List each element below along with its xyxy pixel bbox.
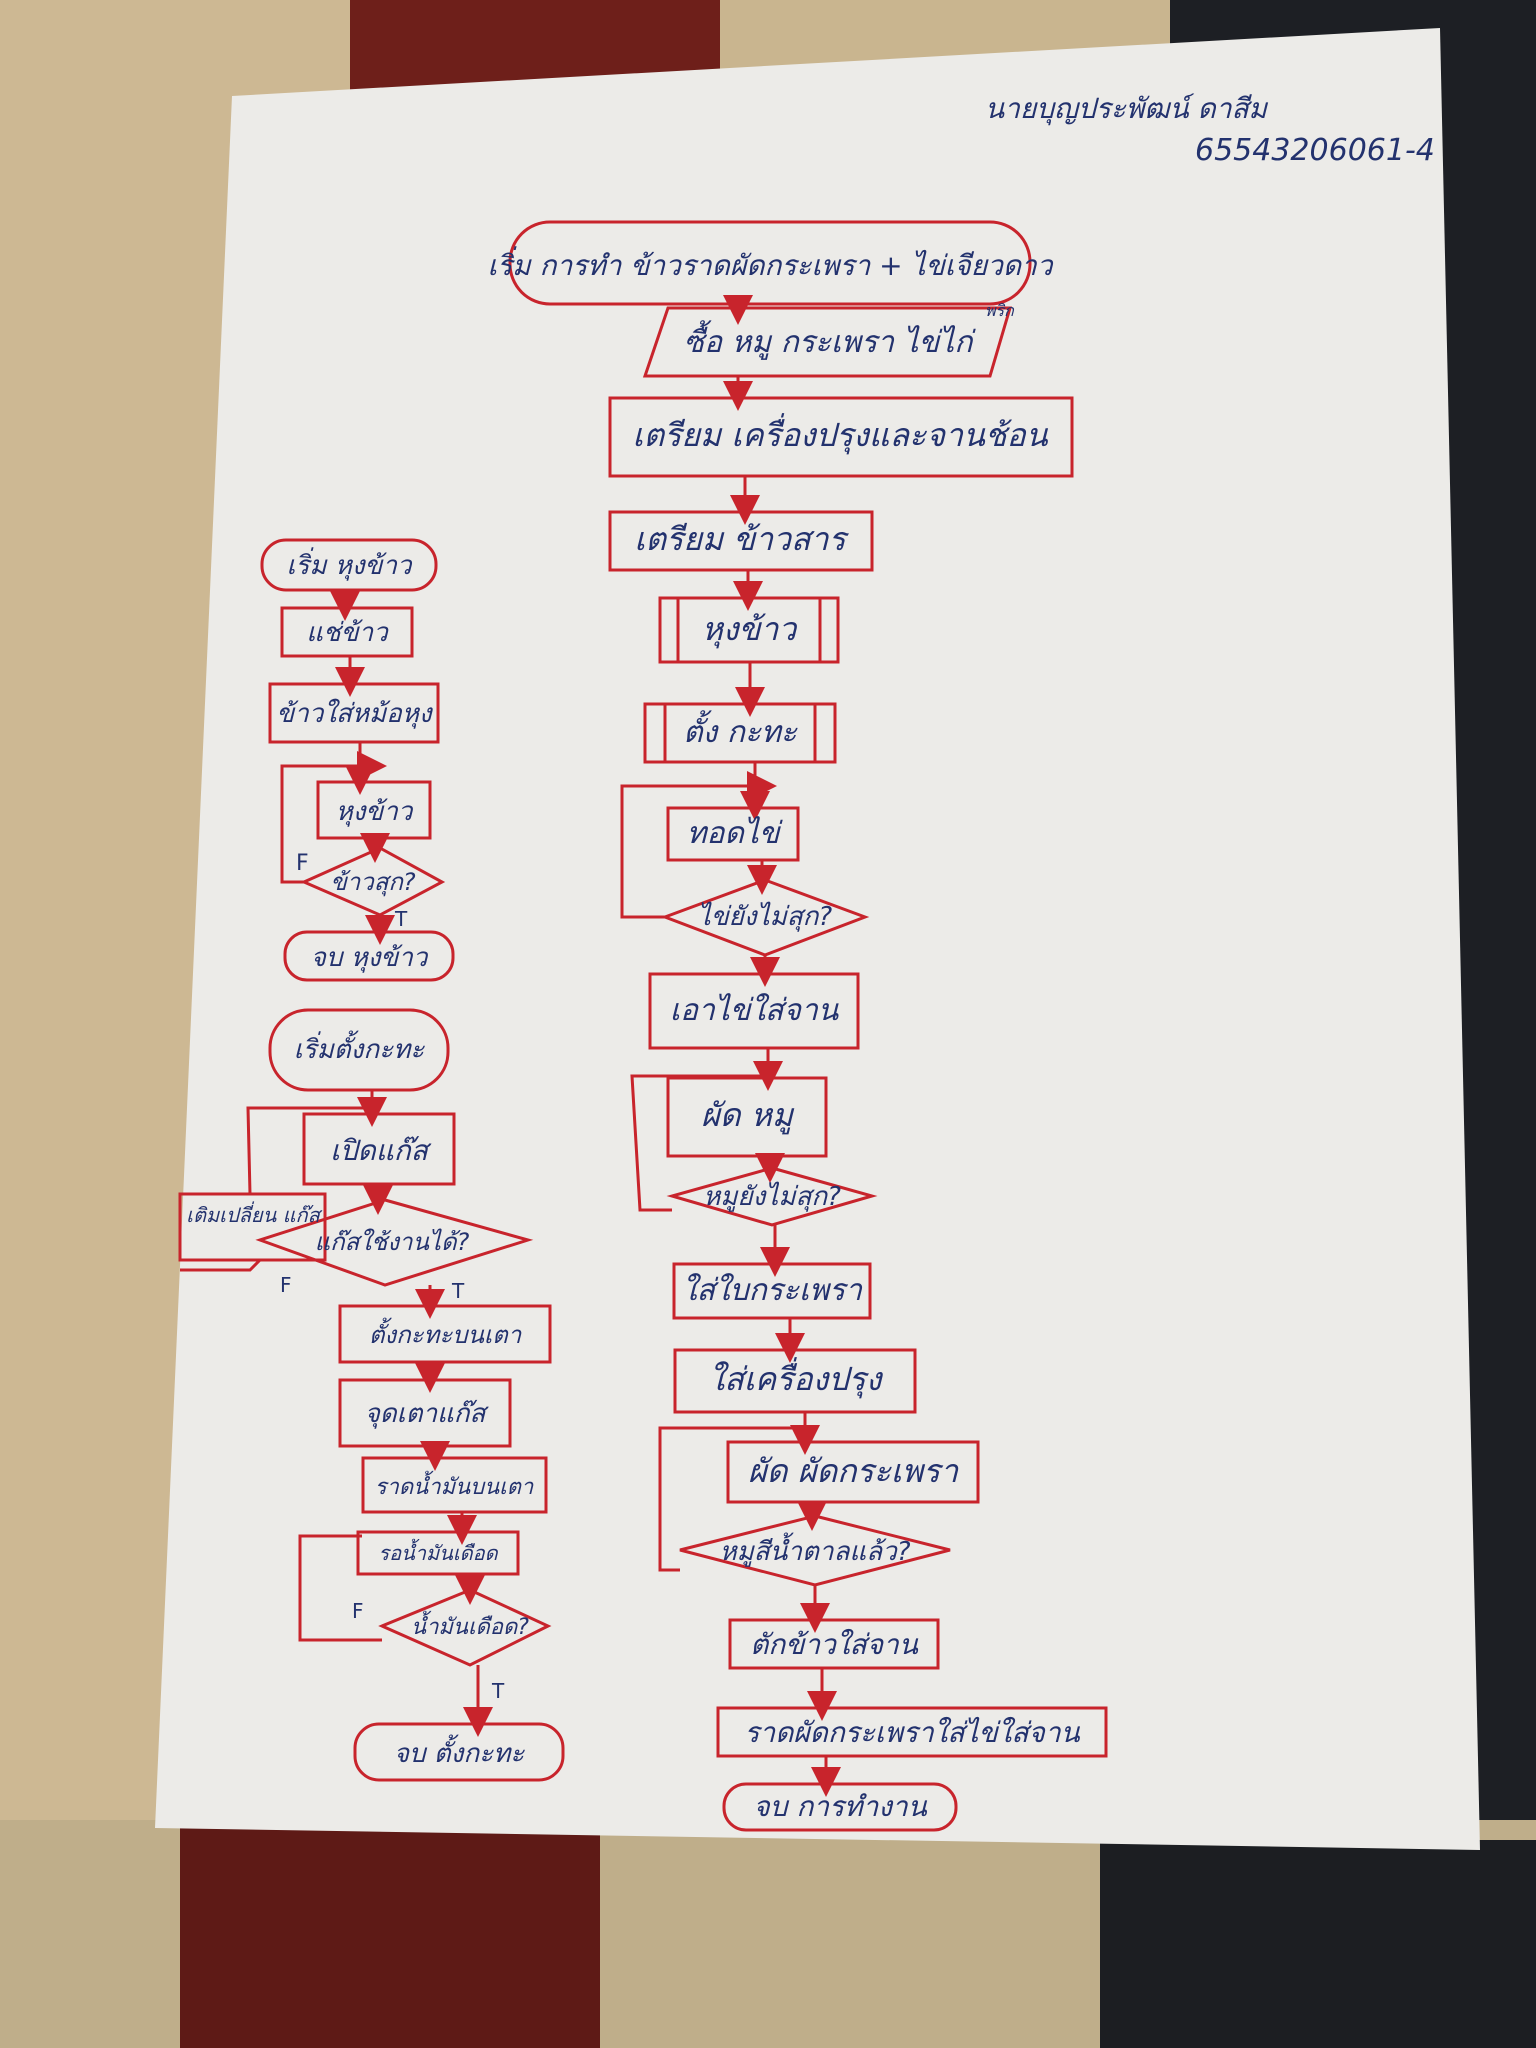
main-scoop-rice-label: ตักข้าวใส่จาน xyxy=(750,1628,919,1661)
main-start-terminator xyxy=(508,220,1032,306)
main-egg-plate-label: เอาไข่ใส่จาน xyxy=(670,993,840,1028)
main-serve-label: ราดผัดกระเพราใส่ไข่ใส่จาน xyxy=(744,1716,1080,1749)
rice-to-pot-label: ข้าวใส่หม้อหุง xyxy=(276,698,434,729)
main-pork-check-label: หมูยังไม่สุก? xyxy=(703,1181,841,1212)
main-add-basil-box xyxy=(672,1262,872,1320)
main-fry-egg-label: ทอดไข่ xyxy=(687,816,784,851)
pan-gas-check-label: แก๊สใช้งานได้? xyxy=(315,1228,470,1256)
main-scoop-rice-box xyxy=(728,1618,940,1670)
rice-true-label: T xyxy=(394,907,408,931)
main-stir-basil-label: ผัด ผัดกระเพรา xyxy=(748,1452,959,1490)
pan-heat-oil-box xyxy=(356,1530,520,1576)
pan-end-terminator xyxy=(353,1722,565,1782)
main-color-check-label: หมูสีน้ำตาลแล้ว? xyxy=(719,1532,910,1567)
pan-refill-label: เติมเปลี่ยน แก๊ส xyxy=(186,1201,323,1227)
main-prepare-rice-label: เตรียม ข้าวสาร xyxy=(634,520,849,558)
pan-heat-oil-label: รอน้ำมันเดือด xyxy=(378,1538,498,1565)
main-buy-extra-label: พริก xyxy=(985,301,1015,320)
pan-oil-check-label: น้ำมันเดือด? xyxy=(411,1610,529,1640)
pan-on-stove-box xyxy=(338,1304,552,1364)
main-egg-plate-box xyxy=(648,972,860,1050)
rice-start-terminator xyxy=(260,538,438,592)
main-set-pan-subprocess xyxy=(643,702,837,764)
rice-wash-label: แช่ข้าว xyxy=(306,618,389,648)
background-bottom-red xyxy=(180,1820,600,2048)
main-cook-rice-label: หุงข้าว xyxy=(702,610,799,649)
main-add-basil-label: ใส่ใบกระเพรา xyxy=(682,1273,863,1308)
rice-false-label: F xyxy=(296,851,309,876)
main-serve-box xyxy=(716,1706,1108,1758)
pan-start-label: เริ่มตั้งกะทะ xyxy=(294,1030,425,1065)
main-egg-check-label: ไข่ยังไม่สุก? xyxy=(698,901,833,932)
main-start-label: เริ่ม การทำ ข้าวราดผัดกระเพรา + ไข่เจียว… xyxy=(488,246,1055,282)
main-prepare-rice-box xyxy=(608,510,874,572)
pan-gas-on-label: เปิดแก๊ส xyxy=(330,1134,432,1167)
main-stir-pork-label: ผัด หมู xyxy=(701,1096,795,1135)
pan-end-label: จบ ตั้งกะทะ xyxy=(394,1734,525,1769)
pan-on-stove-label: ตั้งกะทะบนเตา xyxy=(369,1317,523,1349)
rice-check-label: ข้าวสุก? xyxy=(330,868,416,897)
main-stir-basil-box xyxy=(726,1440,980,1504)
pan-gas-check-diamond xyxy=(255,1198,534,1287)
main-stir-pork-box xyxy=(666,1076,828,1158)
rice-end-terminator xyxy=(283,930,455,982)
student-id: 65543206061-4 xyxy=(1195,133,1435,168)
main-end-label: จบ การทำงาน xyxy=(753,1790,927,1823)
author-name: นายบุญประพัฒน์ ดาสีม xyxy=(985,92,1269,126)
pan-refill-box xyxy=(178,1192,327,1262)
rice-start-label: เริ่ม หุงข้าว xyxy=(286,547,412,581)
rice-cook-label: หุงข้าว xyxy=(336,797,414,827)
main-end-terminator xyxy=(722,1782,958,1832)
main-pork-check-diamond xyxy=(666,1166,878,1227)
main-buy-label: ซื้อ หมู กระเพรา ไข่ไก่ xyxy=(684,320,977,360)
pan-false-label-2: F xyxy=(352,1599,364,1623)
pan-true-label-2: T xyxy=(491,1679,505,1703)
main-prepare-tools-box xyxy=(608,396,1074,478)
pan-pour-oil-box xyxy=(361,1456,548,1514)
pan-true-label: T xyxy=(451,1279,465,1303)
main-fry-egg-box xyxy=(666,806,800,862)
main-add-seasoning-box xyxy=(673,1348,917,1414)
pan-start-terminator xyxy=(268,1008,450,1092)
main-add-seasoning-label: ใส่เครื่องปรุง xyxy=(709,1357,884,1399)
paper-sheet xyxy=(155,28,1480,1850)
pan-pour-oil-label: ราดน้ำมันบนเตา xyxy=(375,1470,534,1500)
pan-false-label: F xyxy=(280,1273,292,1297)
main-prepare-tools-label: เตรียม เครื่องปรุงและจานช้อน xyxy=(632,413,1048,455)
pan-oil-check-diamond xyxy=(378,1588,552,1667)
pan-light-gas-label: จุดเตาแก๊ส xyxy=(365,1399,490,1429)
rice-end-label: จบ หุงข้าว xyxy=(311,943,429,973)
rice-to-pot-box xyxy=(268,682,440,744)
background-bottom-dark xyxy=(1100,1840,1536,2048)
main-set-pan-label: ตั้ง กะทะ xyxy=(683,710,798,750)
rice-wash-box xyxy=(280,606,414,658)
main-buy-parallelogram xyxy=(642,306,1013,378)
